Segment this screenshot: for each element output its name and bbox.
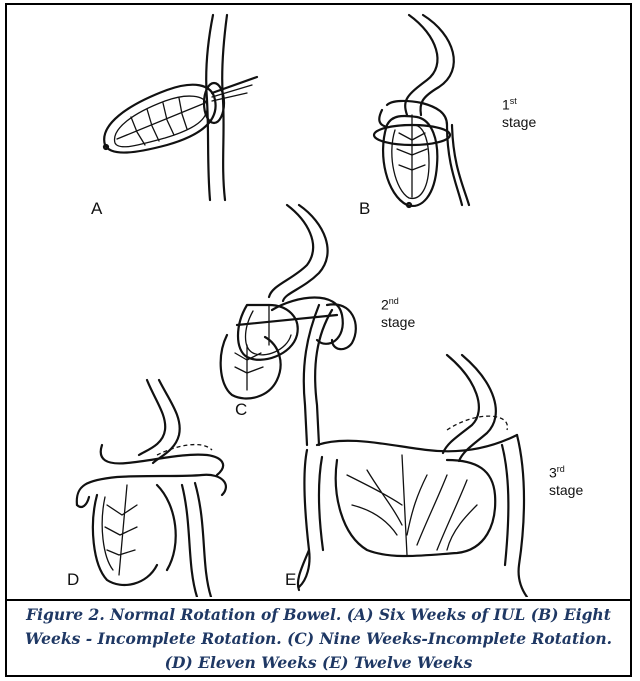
stage-1-word: stage [502, 114, 536, 130]
stage-1-suffix: st [510, 96, 517, 106]
stage-1-annotation: 1st stage [502, 93, 536, 131]
panel-e-drawing [298, 355, 527, 597]
bowel-rotation-illustration [7, 5, 630, 597]
panel-d-label: D [67, 570, 79, 590]
panel-e-label: E [285, 570, 296, 590]
figure-frame: A B C D E 1st stage 2nd stage 3rd stage … [5, 3, 632, 677]
panel-b-drawing [374, 15, 469, 207]
panel-d-drawing [77, 380, 226, 597]
panel-a-label: A [91, 199, 102, 219]
stage-3-suffix: rd [557, 464, 565, 474]
caption-line-1: Figure 2. Normal Rotation of Bowel. (A) … [17, 603, 620, 627]
stage-3-annotation: 3rd stage [549, 461, 583, 499]
stage-1-ordinal: 1 [502, 97, 510, 113]
caption-line-2: Weeks - Incomplete Rotation. (C) Nine We… [17, 627, 620, 651]
stage-2-suffix: nd [389, 296, 399, 306]
stage-3-ordinal: 3 [549, 465, 557, 481]
figure-caption: Figure 2. Normal Rotation of Bowel. (A) … [17, 603, 620, 675]
stage-2-annotation: 2nd stage [381, 293, 415, 331]
panel-c-label: C [235, 400, 247, 420]
panel-a-drawing [104, 15, 257, 200]
stage-2-word: stage [381, 314, 415, 330]
stage-3-word: stage [549, 482, 583, 498]
stage-2-ordinal: 2 [381, 297, 389, 313]
caption-line-3: (D) Eleven Weeks (E) Twelve Weeks [17, 651, 620, 675]
caption-divider [7, 599, 630, 601]
panel-b-label: B [359, 199, 370, 219]
